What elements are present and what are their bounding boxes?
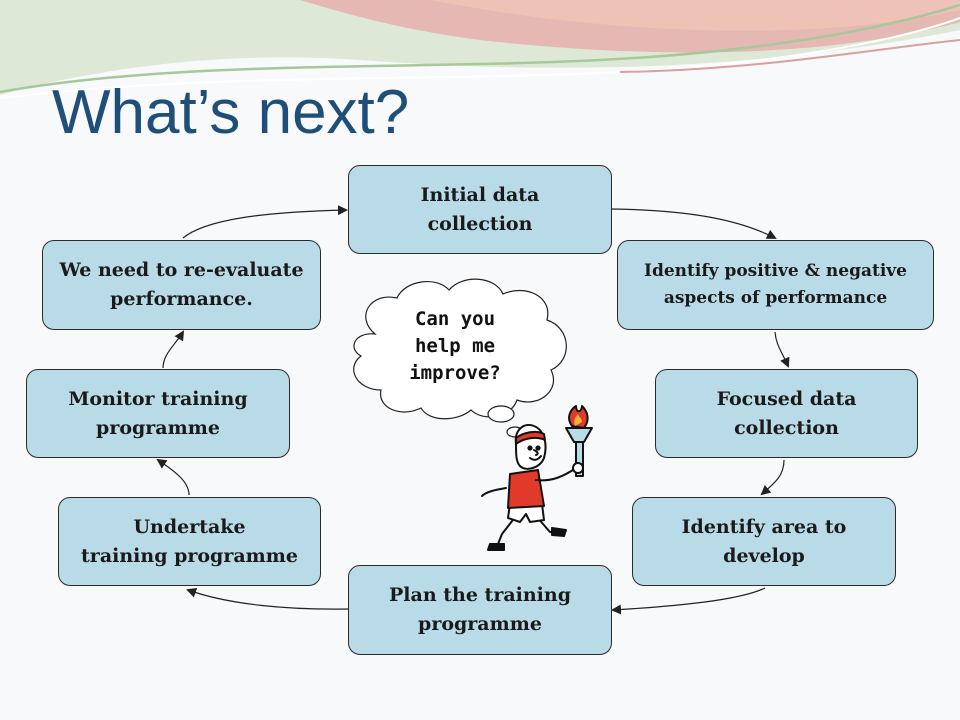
step-identify-area: Identify area to develop <box>632 497 896 586</box>
step-plan-training: Plan the training programme <box>348 565 612 655</box>
slide-title: What’s next? <box>52 78 410 147</box>
step-re-evaluate: We need to re-evaluate performance. <box>42 240 321 330</box>
arrow-reevaluate-to-initial <box>182 205 348 239</box>
arrow-monitor-to-reevaluate <box>162 330 185 369</box>
step-monitor-training: Monitor training programme <box>26 369 290 458</box>
thought-bubble-text: Can you help me improve? <box>409 308 501 384</box>
thought-cloud-icon <box>353 278 567 438</box>
arrow-undertake-to-monitor <box>156 458 190 496</box>
arrow-focused-to-area <box>760 459 785 496</box>
header-swoosh-decoration <box>0 0 960 99</box>
step-undertake-training: Undertake training programme <box>58 497 321 586</box>
step-initial-data-collection: Initial data collection <box>348 165 612 254</box>
arrow-plan-to-undertake <box>186 587 349 610</box>
arrow-identify-to-focused <box>774 331 790 368</box>
step-identify-positive-negative: Identify positive & negative aspects of … <box>617 240 934 330</box>
runner-with-torch-icon <box>481 405 593 551</box>
arrow-initial-to-identify <box>611 208 777 239</box>
arrow-area-to-plan <box>611 587 766 615</box>
step-focused-data-collection: Focused data collection <box>655 369 918 458</box>
